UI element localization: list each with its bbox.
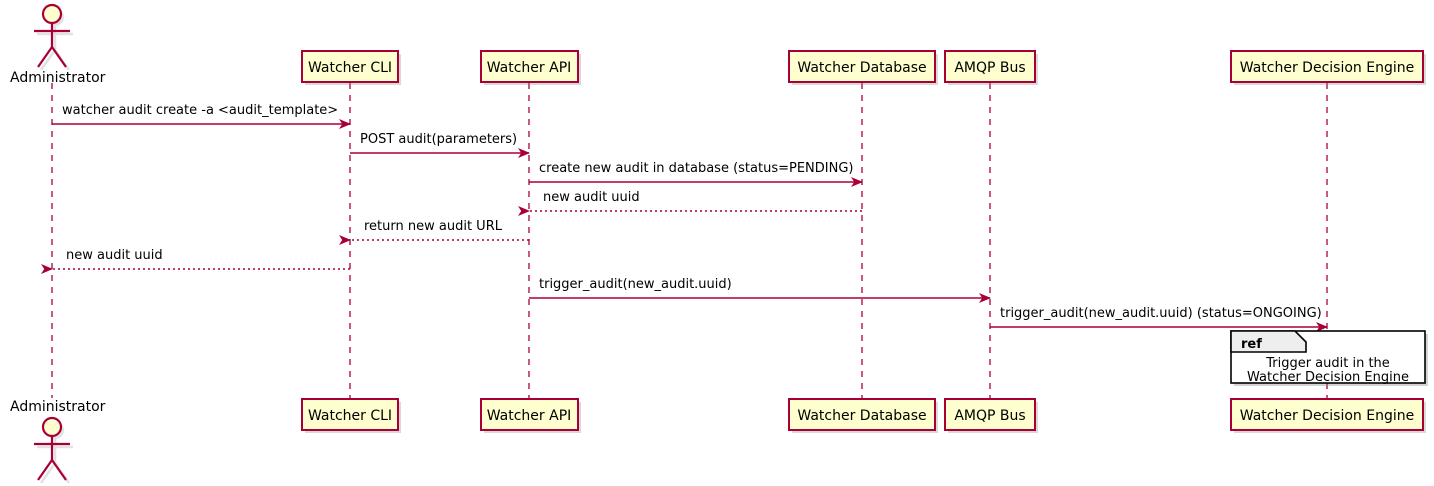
ref-body-line-2: Watcher Decision Engine — [1247, 370, 1409, 385]
actor-head-icon — [41, 3, 63, 25]
actor-head-icon — [41, 416, 63, 438]
message-1-watcher-audit-create[interactable]: watcher audit create -a <audit_template> — [52, 103, 351, 129]
message-5-return-new-audit-url[interactable]: return new audit URL — [339, 219, 529, 245]
message-label: create new audit in database (status=PEN… — [539, 161, 854, 176]
ref-body-line-1: Trigger audit in the — [1265, 356, 1390, 371]
participant-label-api: Watcher API — [487, 408, 572, 424]
participant-label-cli: Watcher CLI — [308, 60, 392, 76]
message-8-trigger-audit-ongoing[interactable]: trigger_audit(new_audit.uuid) (status=ON… — [990, 306, 1328, 332]
participant-rect — [1230, 398, 1424, 431]
participant-label-wde: Watcher Decision Engine — [1240, 408, 1414, 424]
actor-label-administrator-bottom: Administrator — [10, 399, 106, 415]
participant-box-amqp-top[interactable]: AMQP Bus — [944, 50, 1038, 85]
actor-administrator-top[interactable]: Administrator — [10, 3, 106, 86]
participant-label-wde: Watcher Decision Engine — [1240, 60, 1414, 76]
actor-leg-right — [51, 459, 67, 481]
participant-label-db: Watcher Database — [797, 60, 926, 76]
participant-label-cli: Watcher CLI — [308, 408, 392, 424]
participant-rect — [788, 50, 936, 83]
message-label: return new audit URL — [364, 219, 503, 234]
actor-leg-right — [51, 46, 67, 68]
participant-rect — [1230, 50, 1424, 83]
message-label: new audit uuid — [543, 190, 640, 205]
actor-leg-left — [37, 459, 53, 481]
actor-label-administrator-top: Administrator — [10, 70, 106, 86]
participant-box-api-top[interactable]: Watcher API — [480, 50, 581, 85]
participant-label-amqp: AMQP Bus — [954, 60, 1025, 76]
participant-box-db-top[interactable]: Watcher Database — [788, 50, 938, 85]
participant-rect — [788, 398, 936, 431]
message-label: trigger_audit(new_audit.uuid) — [539, 277, 732, 292]
participant-box-wde-bottom[interactable]: Watcher Decision Engine — [1230, 398, 1426, 433]
participant-box-cli-top[interactable]: Watcher CLI — [301, 50, 401, 85]
ref-tab-shape — [1230, 330, 1307, 353]
participant-label-db: Watcher Database — [797, 408, 926, 424]
participant-label-api: Watcher API — [487, 60, 572, 76]
participant-rect — [480, 398, 579, 431]
message-3-create-new-audit[interactable]: create new audit in database (status=PEN… — [529, 161, 863, 187]
message-label: POST audit(parameters) — [360, 132, 517, 147]
message-7-trigger-audit[interactable]: trigger_audit(new_audit.uuid) — [529, 277, 991, 303]
participant-box-cli-bottom[interactable]: Watcher CLI — [301, 398, 401, 433]
participant-rect — [301, 50, 399, 83]
lifelines-group — [51, 83, 1328, 398]
actor-administrator-bottom[interactable]: Administrator — [10, 399, 106, 484]
participant-box-api-bottom[interactable]: Watcher API — [480, 398, 581, 433]
participant-rect — [944, 50, 1036, 83]
ref-block-trigger-audit[interactable]: ref Trigger audit in the Watcher Decisio… — [1230, 330, 1428, 386]
message-label: new audit uuid — [66, 248, 163, 263]
message-label: watcher audit create -a <audit_template> — [62, 103, 338, 118]
participant-box-amqp-bottom[interactable]: AMQP Bus — [944, 398, 1038, 433]
message-6-new-audit-uuid-admin[interactable]: new audit uuid — [41, 248, 350, 274]
participant-label-amqp: AMQP Bus — [954, 408, 1025, 424]
participant-rect — [944, 398, 1036, 431]
actor-leg-left — [37, 46, 53, 68]
participant-rect — [301, 398, 399, 431]
participant-box-wde-top[interactable]: Watcher Decision Engine — [1230, 50, 1426, 85]
message-4-new-audit-uuid-db[interactable]: new audit uuid — [518, 190, 862, 216]
message-label: trigger_audit(new_audit.uuid) (status=ON… — [1000, 306, 1322, 321]
participant-box-db-bottom[interactable]: Watcher Database — [788, 398, 938, 433]
ref-tab-label: ref — [1241, 337, 1262, 352]
message-2-post-audit[interactable]: POST audit(parameters) — [350, 132, 530, 158]
participant-rect — [480, 50, 579, 83]
